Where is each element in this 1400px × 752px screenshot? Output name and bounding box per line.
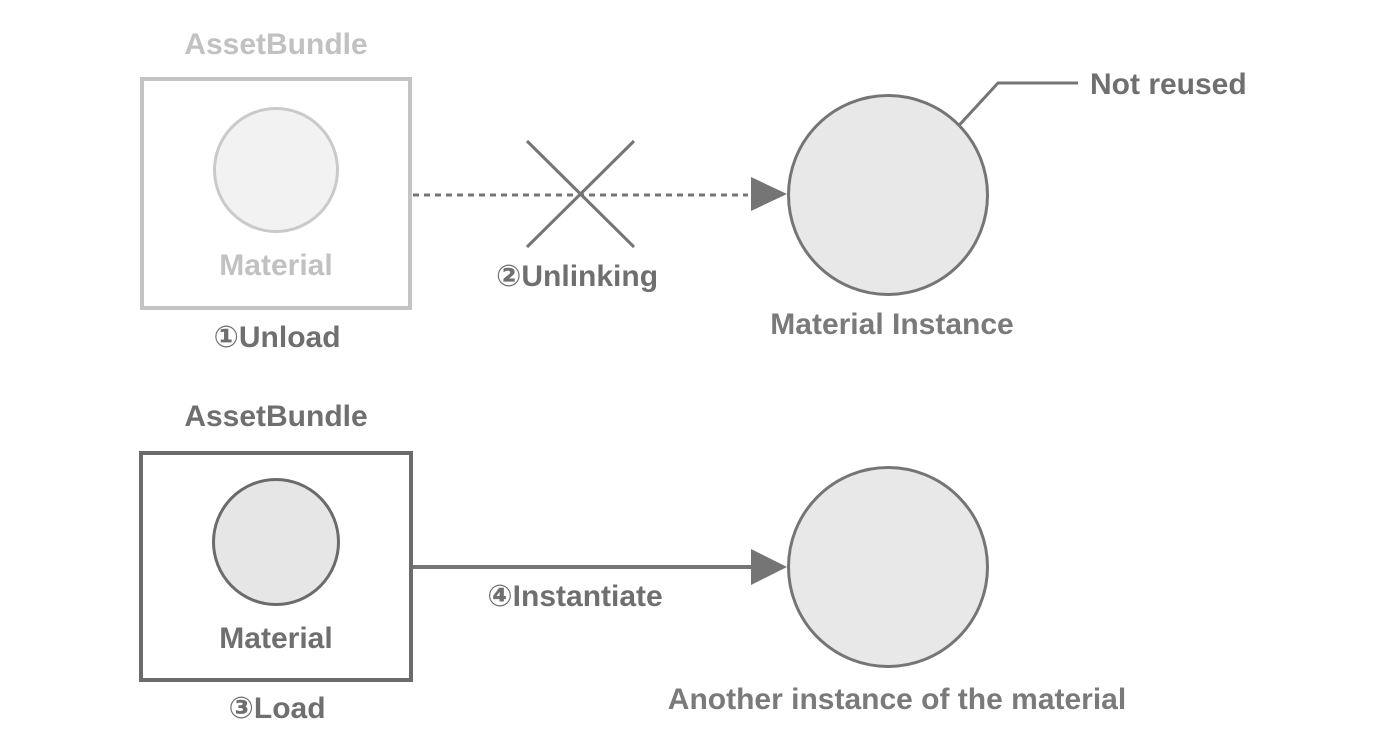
material-instance-label: Material Instance <box>770 308 1014 341</box>
instantiate-arrowhead-icon <box>751 549 787 585</box>
step-instantiate-label: ④Instantiate <box>487 580 663 613</box>
another-instance-circle <box>787 466 989 668</box>
material-instance-circle <box>787 94 989 296</box>
top-material-circle <box>213 107 339 233</box>
bottom-material-circle <box>212 478 340 606</box>
top-assetbundle-label: AssetBundle <box>184 28 368 61</box>
not-reused-label: Not reused <box>1090 68 1247 101</box>
unlink-cross-icon <box>525 139 636 249</box>
unlink-arrowhead-icon <box>751 177 787 211</box>
another-instance-label: Another instance of the material <box>667 683 1127 716</box>
step-unlinking-label: ②Unlinking <box>495 260 659 293</box>
bottom-assetbundle-label: AssetBundle <box>184 400 368 433</box>
not-reused-callout-line <box>950 81 1078 135</box>
step-unload-label: ①Unload <box>213 321 341 354</box>
step-load-label: ③Load <box>228 692 326 725</box>
top-material-label: Material <box>219 249 333 282</box>
bottom-material-label: Material <box>219 622 333 655</box>
